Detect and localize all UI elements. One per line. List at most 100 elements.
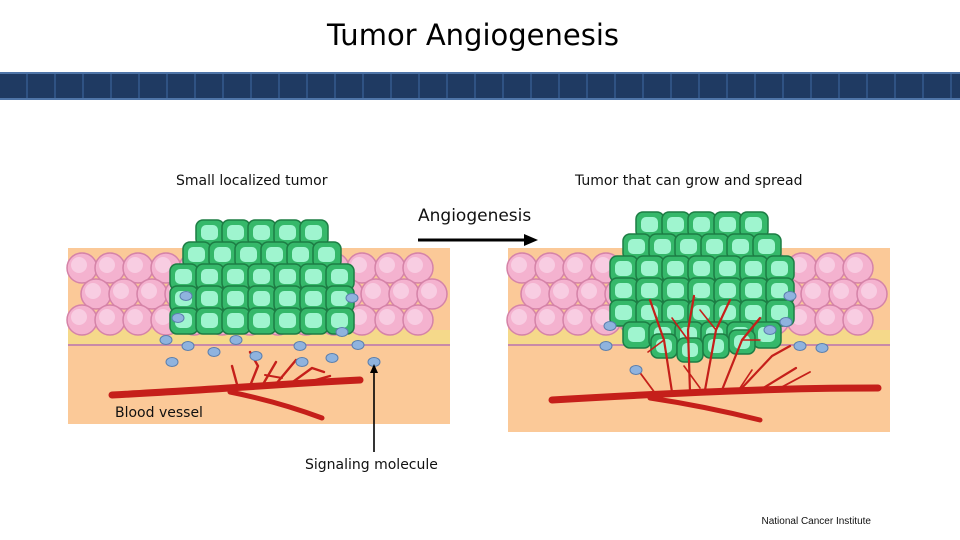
normal-cell-highlight — [379, 257, 395, 273]
tumor-cell-nucleus — [615, 283, 632, 298]
tumor-cell-nucleus — [305, 225, 322, 240]
tumor-cell-nucleus — [240, 247, 257, 262]
tumor-cell-nucleus — [331, 313, 348, 328]
normal-cell-highlight — [127, 257, 143, 273]
signaling-molecule — [352, 341, 364, 350]
tumor-cell-nucleus — [188, 247, 205, 262]
tumor-cell-nucleus — [266, 247, 283, 262]
tumor-cell-nucleus — [708, 339, 724, 353]
normal-cell-highlight — [847, 309, 863, 325]
tumor-cell-nucleus — [745, 217, 762, 232]
tumor-cell-nucleus — [227, 225, 244, 240]
normal-cell-highlight — [379, 309, 395, 325]
signaling-molecule — [764, 326, 776, 335]
signaling-molecule — [784, 292, 796, 301]
signaling-molecule-label: Signaling molecule — [305, 457, 438, 473]
signaling-molecule — [160, 336, 172, 345]
tumor-cell-nucleus — [279, 291, 296, 306]
tumor-cell-nucleus — [305, 291, 322, 306]
tumor-cell-nucleus — [719, 283, 736, 298]
normal-cell-highlight — [511, 309, 527, 325]
tumor-cell-nucleus — [628, 327, 645, 342]
tumor-cell-nucleus — [279, 269, 296, 284]
signaling-molecule — [250, 352, 262, 361]
left-tumor — [170, 220, 354, 334]
signaling-molecule — [780, 318, 792, 327]
tumor-cell-nucleus — [279, 225, 296, 240]
signaling-molecule — [294, 342, 306, 351]
signaling-molecule — [816, 344, 828, 353]
tumor-cell-nucleus — [693, 217, 710, 232]
tumor-cell-nucleus — [667, 305, 684, 320]
normal-cell-highlight — [819, 257, 835, 273]
signaling-molecule — [172, 314, 184, 323]
normal-cell-highlight — [421, 283, 437, 299]
tumor-cell-nucleus — [331, 291, 348, 306]
tumor-cell-nucleus — [305, 313, 322, 328]
arrow-label: Angiogenesis — [418, 206, 531, 226]
tumor-cell-nucleus — [628, 239, 645, 254]
normal-cell-highlight — [861, 283, 877, 299]
right-caption: Tumor that can grow and spread — [575, 173, 803, 189]
tumor-cell-nucleus — [680, 239, 697, 254]
tumor-cell-nucleus — [227, 269, 244, 284]
normal-cell-highlight — [99, 309, 115, 325]
tumor-cell-nucleus — [253, 269, 270, 284]
left-panel — [67, 220, 450, 424]
signaling-molecule — [208, 348, 220, 357]
tumor-cell-nucleus — [615, 305, 632, 320]
tumor-cell-nucleus — [641, 217, 658, 232]
tumor-cell-nucleus — [641, 261, 658, 276]
tumor-cell-nucleus — [706, 239, 723, 254]
normal-cell-highlight — [567, 257, 583, 273]
normal-cell-highlight — [407, 309, 423, 325]
normal-cell-highlight — [99, 257, 115, 273]
normal-cell-highlight — [805, 283, 821, 299]
tumor-cell-nucleus — [771, 261, 788, 276]
normal-cell-highlight — [141, 283, 157, 299]
tumor-cell-nucleus — [641, 283, 658, 298]
tumor-cell-nucleus — [175, 269, 192, 284]
normal-cell-highlight — [819, 309, 835, 325]
tumor-cell-nucleus — [667, 283, 684, 298]
normal-cell-highlight — [407, 257, 423, 273]
tumor-cell-nucleus — [693, 283, 710, 298]
tumor-cell-nucleus — [253, 313, 270, 328]
credit: National Cancer Institute — [761, 516, 871, 527]
signaling-molecule — [230, 336, 242, 345]
signaling-molecule — [600, 342, 612, 351]
signaling-molecule — [182, 342, 194, 351]
tumor-cell-nucleus — [253, 291, 270, 306]
signaling-molecule — [326, 354, 338, 363]
normal-cell-highlight — [595, 257, 611, 273]
tumor-cell-nucleus — [331, 269, 348, 284]
normal-cell-highlight — [85, 283, 101, 299]
signaling-molecule — [604, 322, 616, 331]
tumor-cell-nucleus — [201, 313, 218, 328]
normal-cell-highlight — [567, 309, 583, 325]
tumor-cell-nucleus — [318, 247, 335, 262]
normal-cell-highlight — [71, 309, 87, 325]
normal-cell-highlight — [155, 309, 171, 325]
signaling-molecule — [180, 292, 192, 301]
angiogenesis-arrow — [418, 234, 538, 246]
tumor-cell-nucleus — [279, 313, 296, 328]
tumor-cell-nucleus — [227, 313, 244, 328]
signaling-molecule — [336, 328, 348, 337]
signaling-molecule — [346, 294, 358, 303]
blood-vessel-label: Blood vessel — [115, 405, 203, 421]
normal-cell-highlight — [155, 257, 171, 273]
tumor-cell-nucleus — [227, 291, 244, 306]
tumor-cell-nucleus — [745, 261, 762, 276]
tumor-cell-nucleus — [201, 269, 218, 284]
tumor-cell-nucleus — [201, 225, 218, 240]
tumor-cell-nucleus — [745, 283, 762, 298]
signaling-molecule — [166, 358, 178, 367]
normal-cell-highlight — [511, 257, 527, 273]
tumor-cell-nucleus — [758, 239, 775, 254]
normal-cell-highlight — [833, 283, 849, 299]
tumor-cell-nucleus — [305, 269, 322, 284]
tumor-cell-nucleus — [201, 291, 218, 306]
tumor-cell-nucleus — [615, 261, 632, 276]
